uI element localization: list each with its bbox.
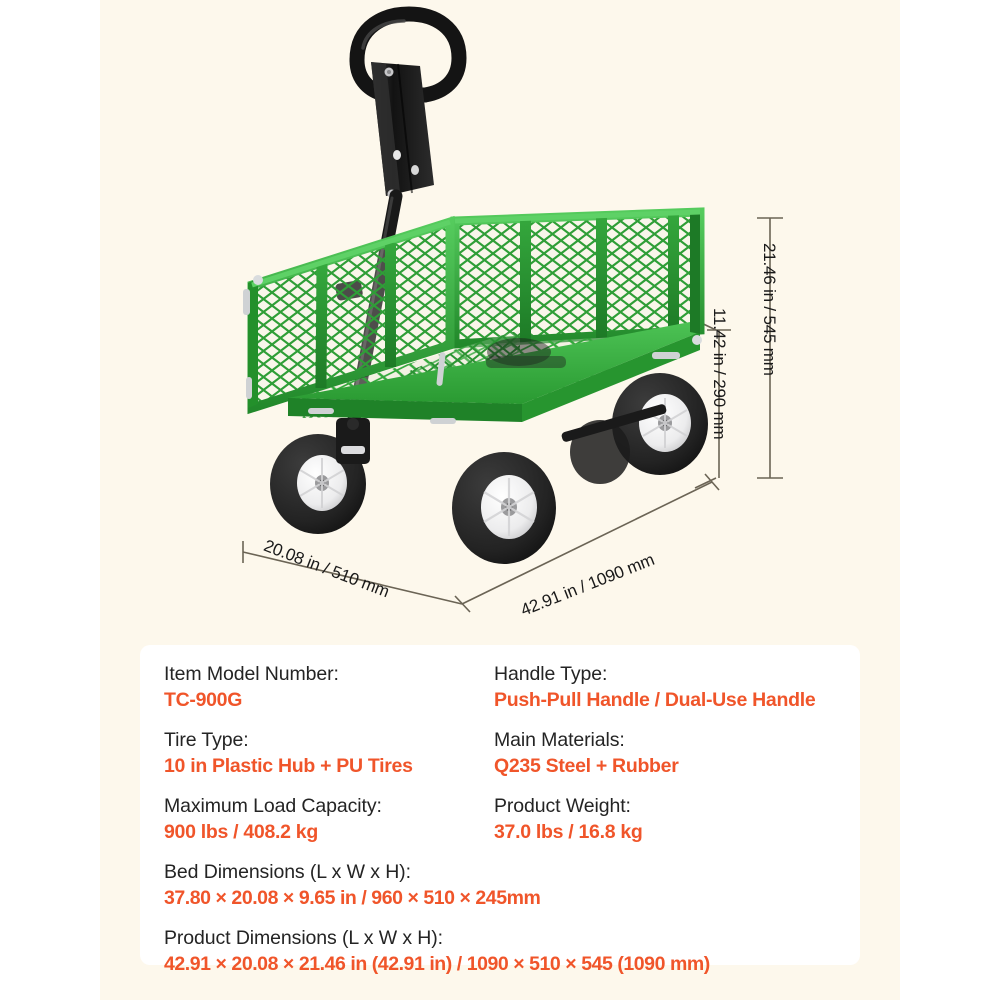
spec-label: Maximum Load Capacity: — [164, 795, 382, 817]
spec-row: Tire Type: 10 in Plastic Hub + PU Tires … — [164, 727, 840, 793]
spec-row: Bed Dimensions (L x W x H): 37.80 × 20.0… — [164, 859, 840, 925]
spec-item-max-load-capacity: Maximum Load Capacity: 900 lbs / 408.2 k… — [164, 793, 494, 859]
specification-grid: Item Model Number: TC-900G Handle Type: … — [164, 661, 840, 991]
spec-row: Item Model Number: TC-900G Handle Type: … — [164, 661, 840, 727]
spec-item-model-number: Item Model Number: TC-900G — [164, 661, 494, 727]
spec-item-handle-type: Handle Type: Push-Pull Handle / Dual-Use… — [494, 661, 840, 727]
specification-card: Item Model Number: TC-900G Handle Type: … — [140, 645, 860, 975]
spec-item-main-materials: Main Materials: Q235 Steel + Rubber — [494, 727, 840, 793]
spec-value: Q235 Steel + Rubber — [494, 755, 679, 777]
spec-label: Tire Type: — [164, 729, 249, 751]
dimension-label-total-height: 21.46 in / 545 mm — [760, 243, 779, 376]
spec-label: Item Model Number: — [164, 663, 339, 685]
spec-item-product-dimensions: Product Dimensions (L x W x H): 42.91 × … — [164, 925, 840, 991]
spec-item-tire-type: Tire Type: 10 in Plastic Hub + PU Tires — [164, 727, 494, 793]
spec-value: Push-Pull Handle / Dual-Use Handle — [494, 689, 816, 711]
dimension-label-bed-height: 11.42 in / 290 mm — [710, 308, 729, 440]
spec-value: 37.0 lbs / 16.8 kg — [494, 821, 643, 843]
spec-label: Product Dimensions (L x W x H): — [164, 927, 443, 949]
spec-label: Bed Dimensions (L x W x H): — [164, 861, 411, 883]
spec-value: 10 in Plastic Hub + PU Tires — [164, 755, 413, 777]
spec-item-product-weight: Product Weight: 37.0 lbs / 16.8 kg — [494, 793, 840, 859]
spec-value: 42.91 × 20.08 × 21.46 in (42.91 in) / 10… — [164, 953, 710, 975]
spec-value: TC-900G — [164, 689, 243, 711]
spec-item-bed-dimensions: Bed Dimensions (L x W x H): 37.80 × 20.0… — [164, 859, 840, 925]
spec-label: Handle Type: — [494, 663, 608, 685]
spec-row: Maximum Load Capacity: 900 lbs / 408.2 k… — [164, 793, 840, 859]
spec-label: Main Materials: — [494, 729, 625, 751]
spec-row: Product Dimensions (L x W x H): 42.91 × … — [164, 925, 840, 991]
spec-label: Product Weight: — [494, 795, 631, 817]
spec-value: 37.80 × 20.08 × 9.65 in / 960 × 510 × 24… — [164, 887, 541, 909]
spec-value: 900 lbs / 408.2 kg — [164, 821, 318, 843]
